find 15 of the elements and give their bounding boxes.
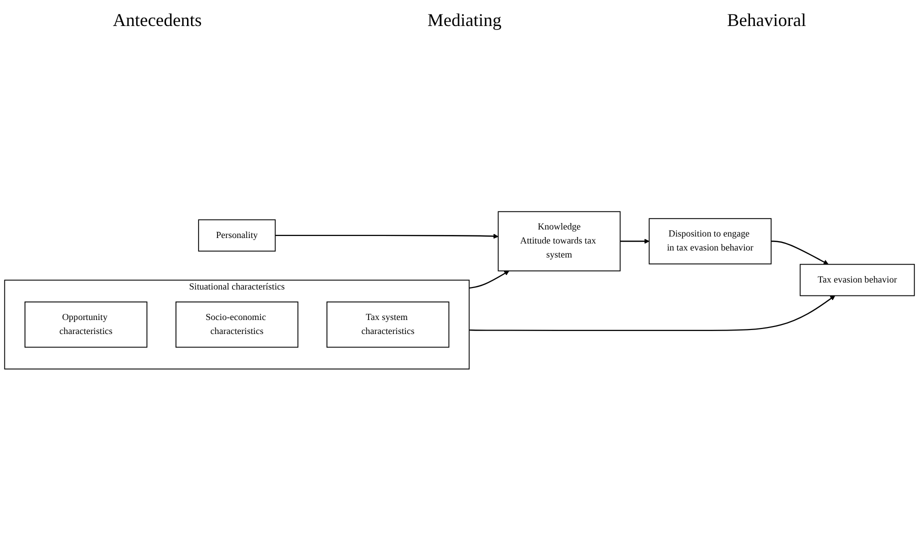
arrow [469,295,836,331]
arrow [620,238,650,244]
node-box: Opportunity characteristics [24,301,148,348]
node-box: Socio-economic characteristics [176,301,298,348]
node-box: Disposition to engage in tax evasion behavior [648,218,772,264]
node-box: Personality [198,219,276,252]
node-box: Knowledge Attitude towards tax system [498,210,621,271]
node-box: Tax system characteristics [326,301,450,348]
node-box: Tax evasion behavior [800,264,915,296]
column-heading: Antecedents [112,10,202,30]
column-heading: Mediating [427,10,502,30]
arrow [275,233,498,238]
arrow [771,240,829,264]
arrow [469,270,510,288]
column-heading: Behavioral [727,10,806,30]
